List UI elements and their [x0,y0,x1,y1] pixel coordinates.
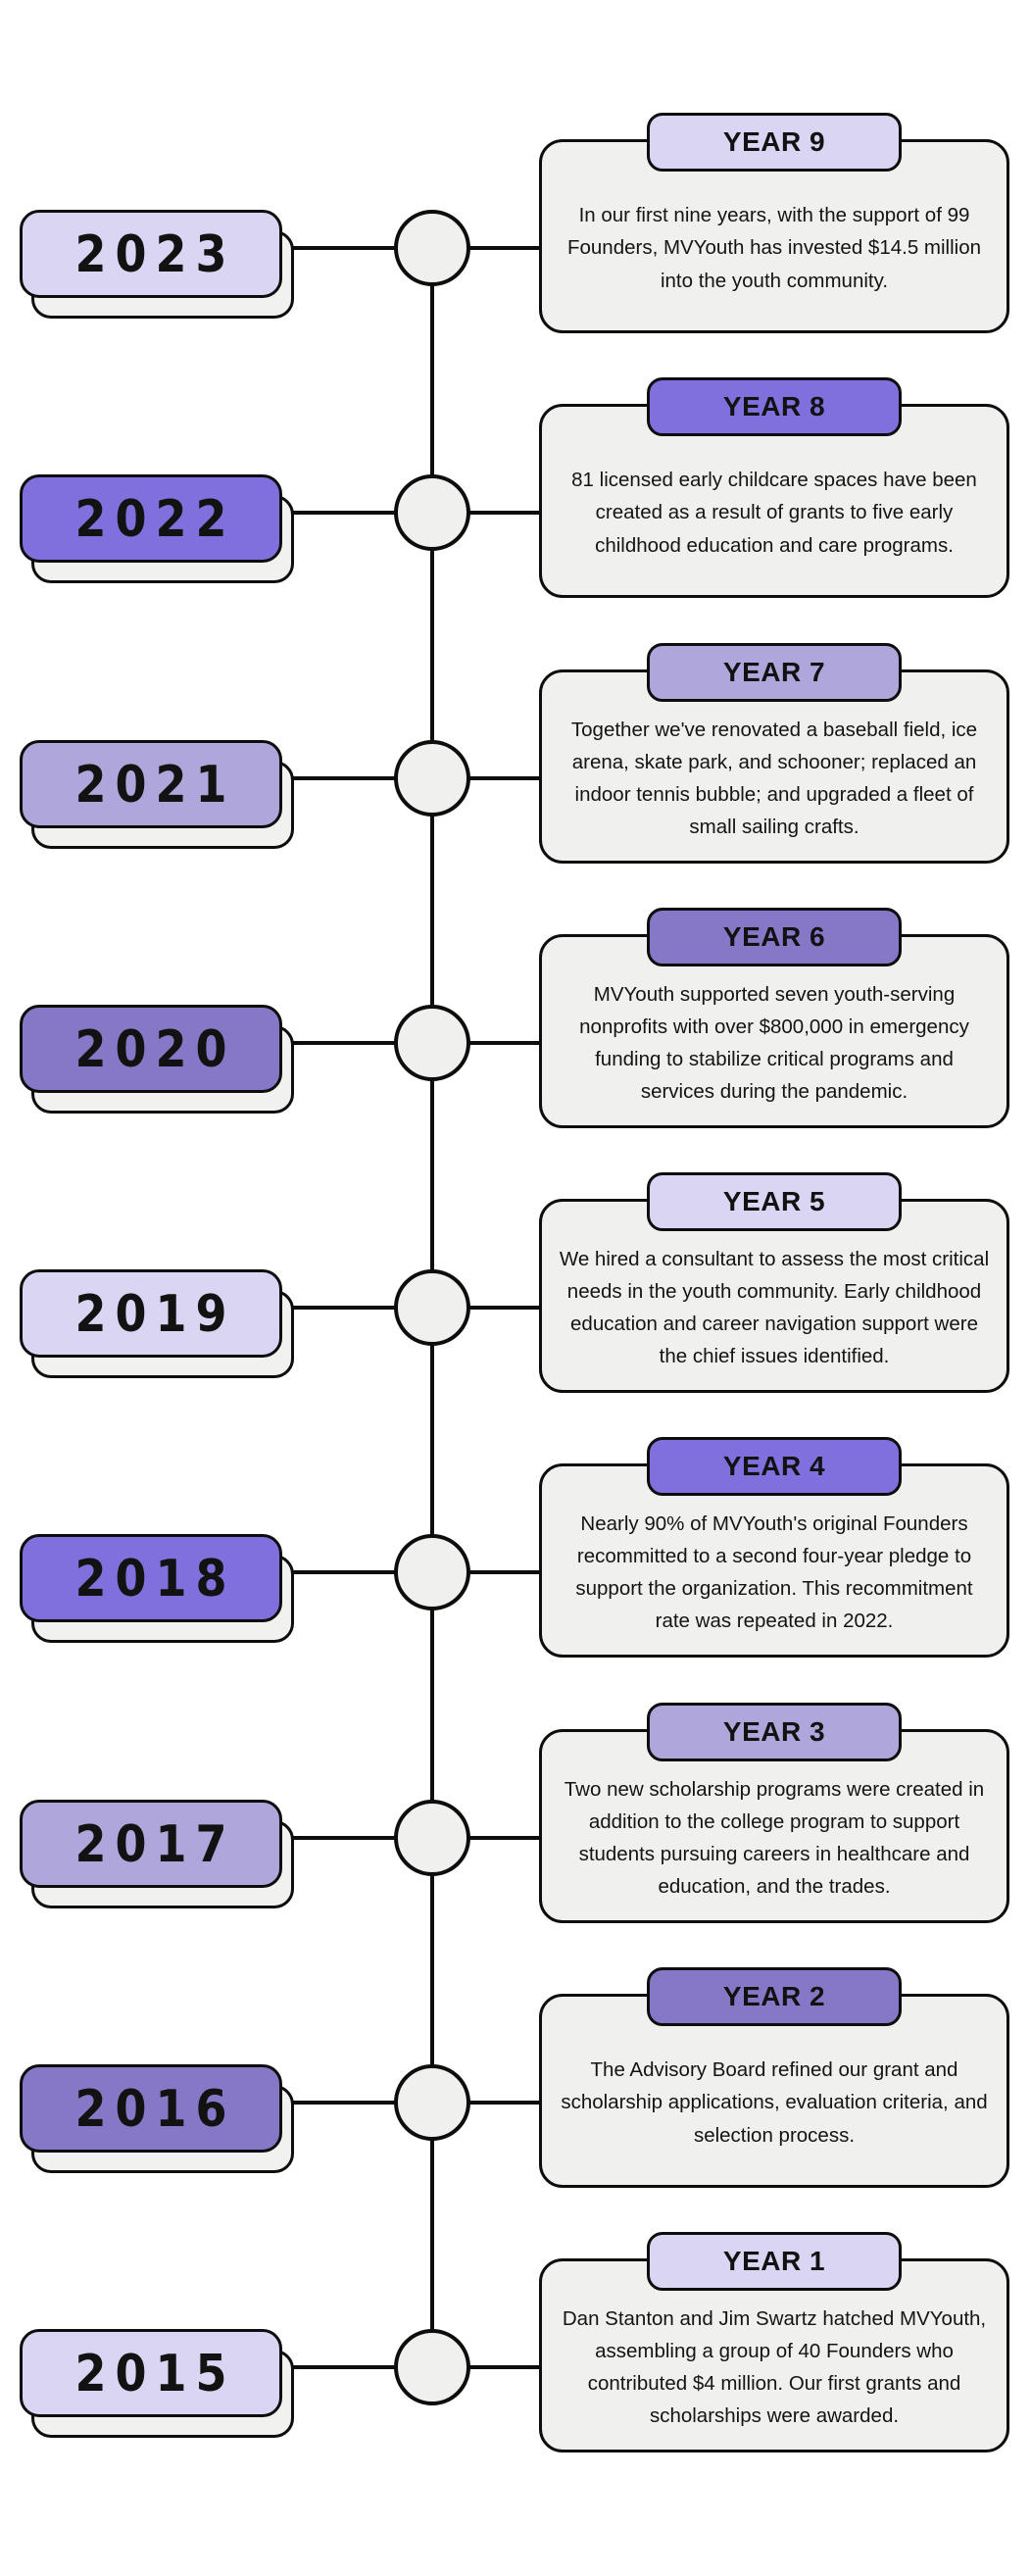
year-badge: YEAR 3 [647,1703,902,1761]
milestone-card: YEAR 4 Nearly 90% of MVYouth's original … [539,1437,1009,1658]
milestone-description: 81 licensed early childcare spaces have … [571,469,977,557]
year-box: 2015 [20,2329,282,2417]
milestone-description: Two new scholarship programs were create… [564,1777,985,1899]
timeline-node-circle [394,740,470,817]
milestone-card: YEAR 1 Dan Stanton and Jim Swartz hatche… [539,2232,1009,2452]
milestone-card: YEAR 7 Together we've renovated a baseba… [539,643,1009,864]
year-badge: YEAR 1 [647,2232,902,2291]
milestone-card: YEAR 5 We hired a consultant to assess t… [539,1172,1009,1393]
year-box-label: 2020 [74,1018,236,1079]
year-badge-label: YEAR 6 [722,921,826,952]
milestone-description: In our first nine years, with the suppor… [566,204,982,292]
year-box: 2021 [20,740,282,828]
year-badge-label: YEAR 8 [722,391,826,421]
milestone-card: YEAR 9 In our first nine years, with the… [539,113,1009,333]
year-box: 2016 [20,2064,282,2153]
year-badge: YEAR 7 [647,643,902,702]
timeline-node-circle [394,1534,470,1610]
year-box-label: 2017 [74,1813,236,1874]
milestone-card: YEAR 6 MVYouth supported seven youth-ser… [539,908,1009,1128]
milestone-description: We hired a consultant to assess the most… [559,1247,990,1368]
timeline-node-circle [394,1269,470,1346]
year-badge: YEAR 4 [647,1437,902,1496]
year-badge: YEAR 8 [647,377,902,436]
year-box: 2022 [20,474,282,563]
timeline-node-circle [394,2329,470,2405]
year-box-label: 2016 [74,2078,236,2139]
year-box: 2018 [20,1534,282,1622]
year-badge-label: YEAR 1 [722,2246,826,2276]
milestone-description: The Advisory Board refined our grant and… [561,2058,988,2147]
year-box: 2019 [20,1269,282,1358]
year-box-label: 2021 [74,754,236,815]
milestone-description: Together we've renovated a baseball fiel… [570,718,978,839]
milestone-card: YEAR 2 The Advisory Board refined our gr… [539,1967,1009,2188]
timeline-node-circle [394,1800,470,1876]
timeline-node-circle [394,2064,470,2141]
year-badge-label: YEAR 3 [722,1716,826,1747]
year-box-label: 2018 [74,1548,236,1609]
year-badge: YEAR 5 [647,1172,902,1231]
year-badge-label: YEAR 5 [722,1186,826,1216]
timeline-node-circle [394,210,470,286]
year-badge-label: YEAR 7 [722,657,826,687]
year-box-label: 2022 [74,488,236,549]
milestone-description: Nearly 90% of MVYouth's original Founder… [575,1511,973,1633]
year-badge-label: YEAR 9 [722,126,826,157]
milestone-description: MVYouth supported seven youth-serving no… [579,982,969,1104]
timeline-node-circle [394,474,470,551]
year-badge: YEAR 2 [647,1967,902,2026]
year-badge-label: YEAR 2 [722,1981,826,2011]
year-badge: YEAR 9 [647,113,902,172]
year-badge: YEAR 6 [647,908,902,966]
year-box: 2023 [20,210,282,298]
year-badge-label: YEAR 4 [722,1451,826,1481]
milestone-description: Dan Stanton and Jim Swartz hatched MVYou… [562,2306,987,2428]
timeline-node-circle [394,1005,470,1081]
milestone-card: YEAR 8 81 licensed early childcare space… [539,377,1009,598]
year-box-label: 2015 [74,2343,236,2403]
milestone-card: YEAR 3 Two new scholarship programs were… [539,1703,1009,1923]
year-box: 2017 [20,1800,282,1888]
year-box-label: 2023 [74,223,236,284]
year-box: 2020 [20,1005,282,1093]
year-box-label: 2019 [74,1283,236,1344]
